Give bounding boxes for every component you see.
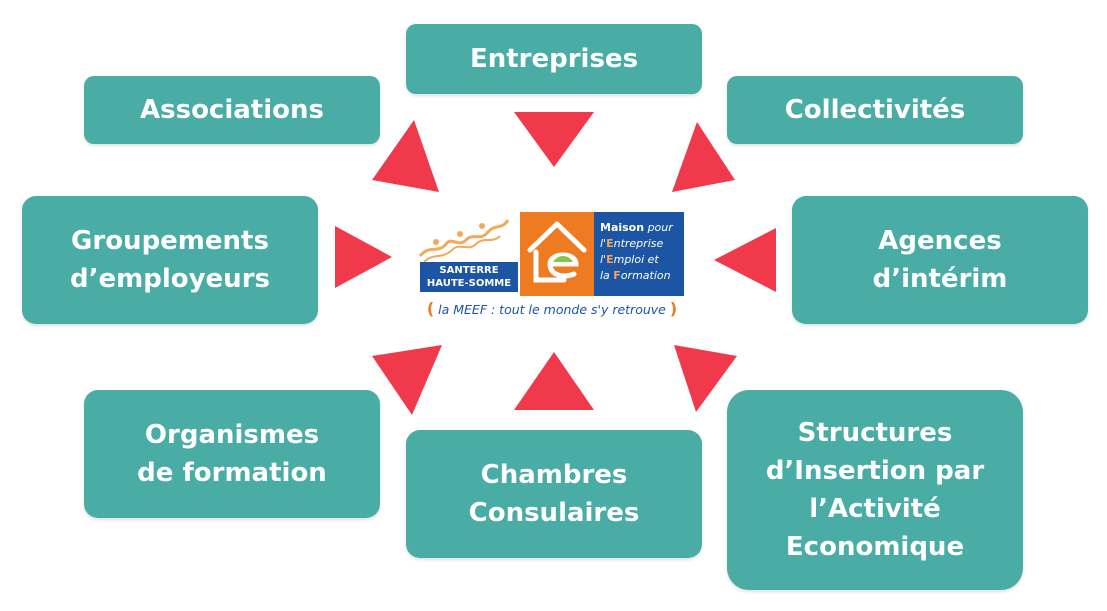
node-chambres: Chambres Consulaires [406,430,702,558]
meef-logo: SANTERRE HAUTE-SOMME Maison pour l'Entre… [414,208,684,320]
node-groupements-label: Groupements d’employeurs [70,226,270,294]
tagline-text: la MEEF : tout le monde s'y retrouve [438,302,666,317]
santerre-haute-somme-logo: SANTERRE HAUTE-SOMME [414,208,518,296]
node-organismes: Organismes de formation [84,390,380,518]
arrow-collectivites [672,122,735,192]
node-entreprises-label: Entreprises [469,44,639,74]
node-associations: Associations [84,76,380,144]
waves-icon [418,219,510,263]
logo-line-3: l'Emploi et [600,253,659,266]
arrow-agences [714,228,776,292]
logo-line-4: la Formation [600,269,671,282]
node-collectivites: Collectivités [727,76,1023,144]
santerre-label: SANTERRE HAUTE-SOMME [426,265,512,289]
arrow-groupements [335,226,392,288]
node-chambres-label: Chambres Consulaires [468,460,640,528]
logo-orange-panel [520,212,594,296]
node-agences-label: Agences d’intérim [872,226,1008,294]
santerre-label-box: SANTERRE HAUTE-SOMME [420,262,518,292]
logo-line-2: l'Entreprise [600,237,664,250]
arrow-chambres [514,352,594,410]
arrow-organismes [372,345,442,415]
node-agences: Agences d’intérim [792,196,1088,324]
node-structures-label: Structures d’Insertion par l’Activité Ec… [765,418,985,562]
node-associations-label: Associations [140,95,324,125]
node-entreprises: Entreprises [406,24,702,94]
node-organismes-label: Organismes de formation [137,420,327,488]
node-collectivites-label: Collectivités [784,95,966,125]
logo-blue-panel: Maison pour l'Entreprise l'Emploi et la … [594,212,684,296]
arrow-associations [372,120,439,192]
node-groupements: Groupements d’employeurs [22,196,318,324]
arrow-entreprises [514,112,594,167]
arrow-structures [674,345,737,412]
node-structures: Structures d’Insertion par l’Activité Ec… [727,390,1023,590]
house-icon [527,221,587,283]
logo-line-1: Maison pour [600,221,673,234]
logo-tagline: ( la MEEF : tout le monde s'y retrouve ) [426,299,678,318]
